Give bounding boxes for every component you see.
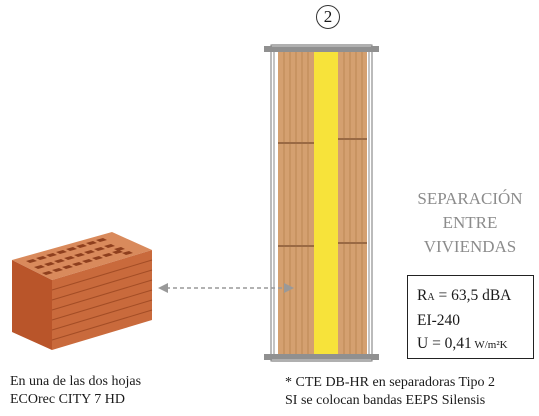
- separation-title: SEPARACIÓN ENTRE VIVIENDAS: [400, 187, 539, 259]
- u-unit: W/m²K: [471, 339, 508, 351]
- brick-side-face: [52, 250, 152, 350]
- double-arrow-icon: [158, 283, 294, 293]
- separation-title-line-3: VIVIENDAS: [423, 237, 517, 256]
- spec-box: RA = 63,5 dBA EI-240 U = 0,41 W/m²K: [407, 275, 534, 359]
- fire-spec: EI-240: [417, 312, 461, 329]
- arrow-head-left: [158, 283, 168, 293]
- brick-holes: [26, 238, 133, 275]
- insulation-core: [314, 47, 338, 359]
- bottom-track-lip: [272, 359, 371, 362]
- left-brick-leaf: [278, 47, 314, 359]
- u-value: U = 0,41: [417, 335, 472, 352]
- brick-front-face: [12, 260, 52, 350]
- arrow-head-right: [284, 283, 294, 293]
- caption-right-line-2: SI se colocan bandas EEPS Silensis: [285, 393, 486, 408]
- brick-top-face: [12, 232, 152, 280]
- caption-left-line-2: ECOrec CITY 7 HD: [10, 392, 125, 407]
- acoustic-subscript: A: [427, 292, 435, 303]
- top-track-lip: [272, 44, 371, 47]
- wall-section-drawing: [264, 44, 379, 362]
- separation-title-line-1: SEPARACIÓN: [417, 189, 523, 208]
- bottom-track: [264, 354, 379, 360]
- section-number-badge: 2: [316, 5, 340, 29]
- hollow-brick-icon: [12, 232, 153, 350]
- acoustic-value: = 63,5 dBA: [434, 287, 512, 304]
- u-value-spec: U = 0,41 W/m²K: [417, 332, 533, 357]
- brick-grooves: [51, 259, 153, 341]
- top-track: [264, 46, 379, 52]
- acoustic-spec: RA = 63,5 dBA: [417, 284, 533, 309]
- right-brick-leaf: [338, 47, 367, 359]
- separation-title-line-2: ENTRE: [442, 213, 498, 232]
- acoustic-prefix: R: [417, 287, 428, 304]
- caption-left: En una de las dos hojas ECOrec CITY 7 HD: [10, 373, 141, 409]
- caption-right-line-1: * CTE DB-HR en separadoras Tipo 2: [285, 375, 495, 390]
- caption-left-line-1: En una de las dos hojas: [10, 374, 142, 389]
- caption-right: * CTE DB-HR en separadoras Tipo 2 SI se …: [285, 374, 495, 410]
